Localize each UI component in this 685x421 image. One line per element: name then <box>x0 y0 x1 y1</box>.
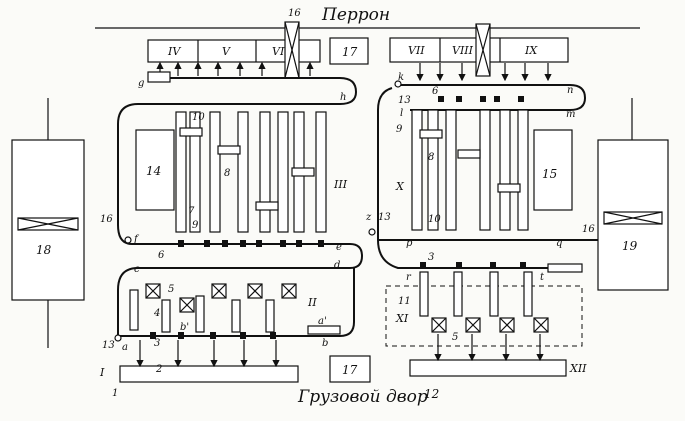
label-xi: XI <box>395 312 409 325</box>
label-10-left: 10 <box>192 112 205 123</box>
label-b-prime: b' <box>180 322 189 333</box>
crane-right-mid <box>457 149 481 159</box>
label-3-left: 3 <box>154 338 160 349</box>
label-ix: IX <box>524 44 538 57</box>
label-5-left: 5 <box>168 284 174 295</box>
label-vi: VI <box>272 45 285 58</box>
label-12: 12 <box>424 387 439 401</box>
block-row-left <box>147 39 321 63</box>
label-g: g <box>138 78 144 89</box>
label-d: d <box>334 260 340 271</box>
down-arrows-right <box>416 63 552 82</box>
label-a: b <box>322 338 328 349</box>
building-15 <box>533 129 573 211</box>
node-b <box>114 334 122 342</box>
left-bottom-arrows <box>136 340 280 368</box>
label-r: r <box>406 272 412 283</box>
label-16-right: 16 <box>582 224 595 235</box>
track-left-middle <box>117 224 364 291</box>
label-p: p <box>406 238 413 249</box>
crane-10-left <box>179 127 203 137</box>
label-l: l <box>400 108 403 119</box>
yard-label: Грузовой двор <box>297 387 428 407</box>
label-viii: VIII <box>452 44 474 57</box>
crane-right-lower <box>497 183 521 193</box>
wagon-left-bottom <box>307 325 341 335</box>
label-n: n <box>567 85 573 96</box>
label-vii: VII <box>408 44 425 57</box>
crane-8-left <box>217 145 241 155</box>
right-bottom-arrows <box>434 334 544 362</box>
wagon-left-top <box>147 71 171 83</box>
label-e: e <box>336 242 342 253</box>
platform-label: Перрон <box>321 5 390 25</box>
label-2: 2 <box>155 364 162 375</box>
label-16-left: 16 <box>100 214 113 225</box>
label-1: 1 <box>112 388 118 399</box>
node-k <box>394 80 402 88</box>
label-3-right: 3 <box>428 252 434 263</box>
label-h: h <box>340 92 346 103</box>
label-10-right: 10 <box>428 214 441 225</box>
label-6-left: 6 <box>158 250 165 261</box>
label-17-top: 17 <box>342 45 358 59</box>
block-17-bottom <box>329 355 371 383</box>
label-9-left: 9 <box>192 220 199 231</box>
label-x: X <box>395 180 405 193</box>
label-ii: II <box>307 296 317 309</box>
label-17-bottom: 17 <box>342 363 358 377</box>
crane-8-right <box>419 129 443 139</box>
label-iii: III <box>333 178 348 191</box>
label-q: q <box>556 238 562 249</box>
label-m: m <box>566 109 575 120</box>
label-k: k <box>398 72 404 83</box>
label-xii: XII <box>569 362 587 375</box>
label-6-right: 6 <box>432 86 439 97</box>
label-14: 14 <box>146 164 161 178</box>
right-cranes <box>419 271 549 333</box>
left-cranes <box>129 283 297 333</box>
node-f <box>124 236 132 244</box>
label-iv: IV <box>167 45 181 58</box>
label-13-center: 13 <box>378 212 391 223</box>
node-z <box>368 228 376 236</box>
black-markers <box>150 96 526 339</box>
crane-left-lower <box>255 201 279 211</box>
label-11: 11 <box>398 296 411 307</box>
label-t: t <box>540 272 545 283</box>
label-13-upper: 13 <box>398 95 411 106</box>
right-sidings <box>411 109 529 231</box>
label-16-top: 16 <box>288 8 301 19</box>
block-17-top <box>329 37 369 65</box>
track-left-upper <box>117 77 358 225</box>
label-v: V <box>222 45 231 58</box>
label-8-right: 8 <box>428 152 434 163</box>
label-c: c <box>134 264 140 275</box>
block-xii <box>409 359 567 377</box>
building-14 <box>135 129 175 211</box>
crane-left-mid <box>291 167 315 177</box>
label-8-left: 8 <box>224 168 230 179</box>
label-7: 7 <box>188 206 195 217</box>
label-5-right: 5 <box>452 332 458 343</box>
label-18: 18 <box>36 243 52 257</box>
label-19: 19 <box>622 239 638 253</box>
label-f: f <box>133 234 140 245</box>
track-left-lower <box>117 268 355 337</box>
label-b: a <box>122 342 128 353</box>
label-15: 15 <box>542 167 557 181</box>
area-xi <box>385 285 583 347</box>
label-a-prime: a' <box>318 316 327 327</box>
wagon-right <box>547 263 583 273</box>
label-z: z <box>365 212 372 223</box>
label-4: 4 <box>153 308 160 319</box>
track-right-upper <box>395 84 587 111</box>
block-i <box>119 365 299 383</box>
label-13-left: 13 <box>102 340 115 351</box>
label-9-right: 9 <box>396 124 403 135</box>
label-i: I <box>99 366 105 379</box>
